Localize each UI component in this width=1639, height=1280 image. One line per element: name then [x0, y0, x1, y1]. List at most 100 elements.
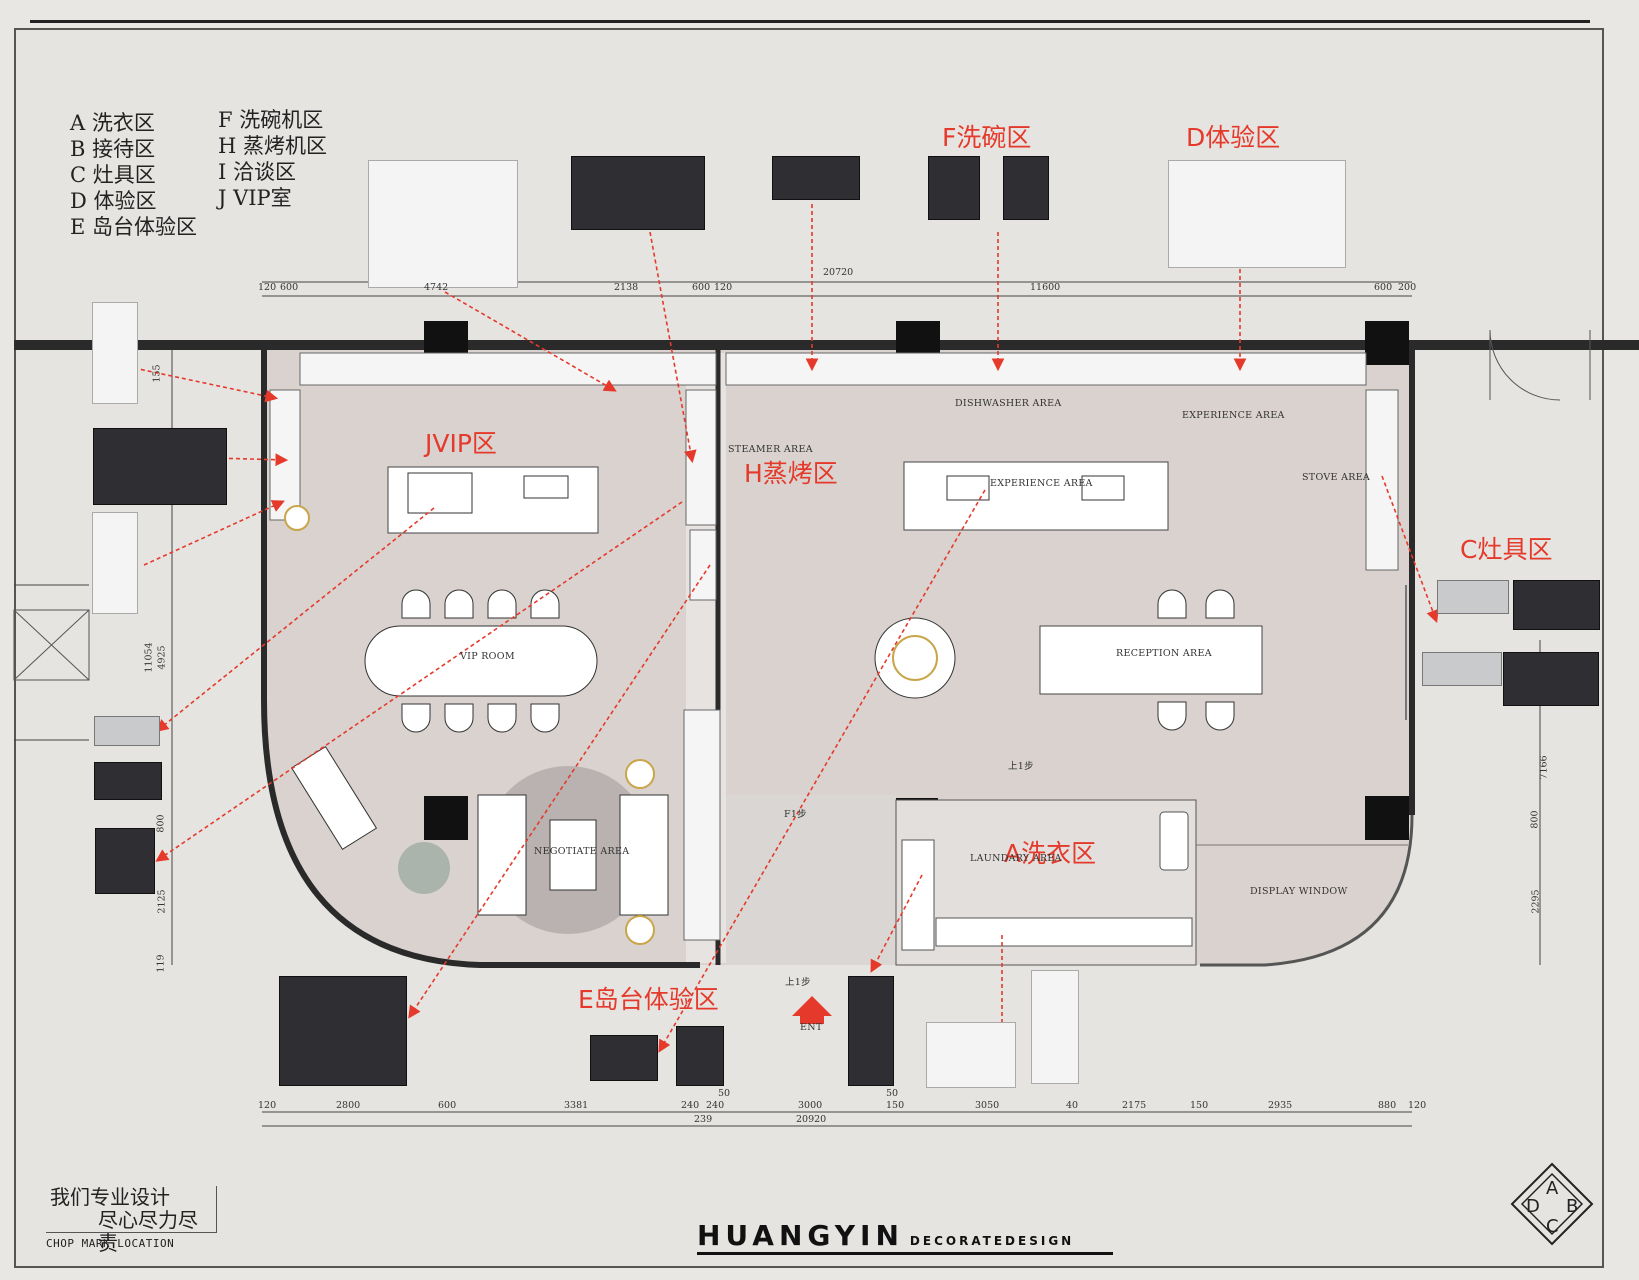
range-hood-image [94, 716, 160, 746]
legend-col-1: A 洗衣区 B 接待区 C 灶具区 D 体验区 E 岛台体验区 [70, 110, 197, 240]
zone-label-a: A洗衣区 [1004, 839, 1097, 868]
step-label-up-2: 上1步 [785, 977, 811, 988]
area-label-dishwasher: DISHWASHER AREA [955, 398, 1062, 409]
dim-bottom: 150 [1190, 1100, 1209, 1111]
hob-image-right [1513, 580, 1600, 630]
abcd-logo: A B C D [1510, 1162, 1594, 1246]
reception-desk [1039, 625, 1263, 695]
oven-image-left [93, 428, 227, 505]
legend-item: F 洗碗机区 [218, 108, 324, 132]
dim-bottom: 3381 [564, 1100, 589, 1111]
legend-item: C 灶具区 [70, 163, 156, 187]
round-table-inner [892, 635, 938, 681]
entrance-arrow [792, 996, 832, 1016]
dim-left: 800 [155, 814, 167, 833]
vip-island-sink [407, 472, 473, 514]
zone-label-h: H蒸烤区 [744, 459, 838, 488]
island-sink [1081, 475, 1125, 501]
entrance-arrow-bar [800, 1016, 824, 1024]
area-label-stove: STOVE AREA [1302, 472, 1371, 483]
right-stove-column [1365, 389, 1399, 571]
zone-label-e: E岛台体验区 [578, 985, 719, 1014]
curved-wall [261, 699, 700, 968]
dim-bottom: 40 [1066, 1100, 1079, 1111]
zone-label-c: C灶具区 [1460, 535, 1553, 564]
dim-top: 4742 [424, 282, 449, 293]
area-label-experience: EXPERIENCE AREA [1182, 410, 1285, 421]
logo-b: B [1566, 1196, 1578, 1217]
dim-top: 2138 [614, 282, 639, 293]
dishwasher-panel-image [1003, 156, 1049, 220]
logo-d: D [1526, 1196, 1540, 1217]
dim-top: 600 [692, 282, 711, 293]
dim-left: 155 [151, 364, 163, 383]
dim-top: 600 [280, 282, 299, 293]
dishwasher-image [928, 156, 980, 220]
dim-top-total: 20720 [823, 267, 854, 278]
fridge-image-top [368, 160, 518, 288]
dim-right: 7166 [1538, 755, 1550, 780]
dim-bottom: 2800 [336, 1100, 361, 1111]
legend-item: H 蒸烤机区 [218, 134, 327, 158]
area-label-reception: RECEPTION AREA [1116, 648, 1212, 659]
tall-cabinet-image [848, 976, 894, 1086]
chop-stamp: 我们专业设计 尽心尽力尽责 [46, 1186, 217, 1255]
round-table [874, 617, 956, 699]
area-label-negotiate: NEGOTIATE AREA [534, 846, 630, 857]
brand-logo: HUANGYIN DECORATEDESIGN [697, 1219, 1074, 1252]
dim-right: 2295 [1530, 889, 1542, 914]
dishwasher-image-left [95, 828, 155, 894]
door-swing [1489, 329, 1561, 401]
lower-lobby [726, 795, 896, 965]
dim-bottom: 120 [258, 1100, 277, 1111]
side-lamp [625, 915, 655, 945]
laundry-basin [1159, 811, 1189, 871]
laundry-counter [935, 917, 1193, 947]
dim-top: 11600 [1030, 282, 1061, 293]
legend-col-2: F 洗碗机区 H 蒸烤机区 I 洽谈区 J VIP室 [218, 107, 327, 211]
pointer-arrows [133, 204, 1439, 1053]
lower-cabinet [683, 709, 721, 941]
dim-bottom: 880 [1378, 1100, 1397, 1111]
legend-item: J VIP室 [218, 186, 292, 210]
column [424, 796, 468, 840]
experience-island [903, 461, 1169, 531]
legend-item: B 接待区 [70, 137, 156, 161]
brand-rule [697, 1252, 1113, 1255]
step-label-f1: F1步 [784, 809, 808, 820]
laundry-tall-unit [901, 839, 935, 951]
washer-stack-image [1031, 970, 1079, 1084]
zone-label-f: F洗碗区 [942, 123, 1032, 152]
brand-sub: DECORATEDESIGN [909, 1234, 1075, 1248]
plant [398, 842, 450, 894]
sofa-right [619, 794, 669, 916]
island-hob [946, 475, 990, 501]
dim-bottom: 600 [438, 1100, 457, 1111]
brand-main: HUANGYIN [697, 1219, 904, 1252]
top-cabinet-run-right [725, 352, 1367, 386]
legend-item: I 洽谈区 [218, 160, 296, 184]
negotiate-table [549, 819, 597, 891]
legend-item: E 岛台体验区 [70, 215, 198, 239]
dim-bottom: 240 [681, 1100, 700, 1111]
area-label-experience-island: EXPERIENCE AREA [990, 478, 1093, 489]
vip-chairs [401, 589, 560, 733]
dim-bottom: 3000 [798, 1100, 823, 1111]
lounge-chair [290, 746, 378, 850]
fridge-image-left [92, 302, 138, 404]
dim-top: 200 [1398, 282, 1417, 293]
zone-label-jvip: JVIP区 [425, 429, 497, 458]
area-label-display: DISPLAY WINDOW [1250, 886, 1348, 897]
dishwasher-image-bottom [676, 1026, 724, 1086]
logo-c: C [1546, 1216, 1559, 1237]
display-window-glass [1200, 814, 1414, 967]
dim-bottom-total: 20920 [796, 1114, 827, 1125]
washer-image [926, 1022, 1016, 1088]
logo-a: A [1546, 1178, 1559, 1199]
area-label-ent: ENT [800, 1022, 823, 1033]
column [1365, 321, 1409, 365]
dim-left: 119 [155, 954, 167, 973]
dim-bottom: 2175 [1122, 1100, 1147, 1111]
dim-right: 800 [1529, 810, 1541, 829]
